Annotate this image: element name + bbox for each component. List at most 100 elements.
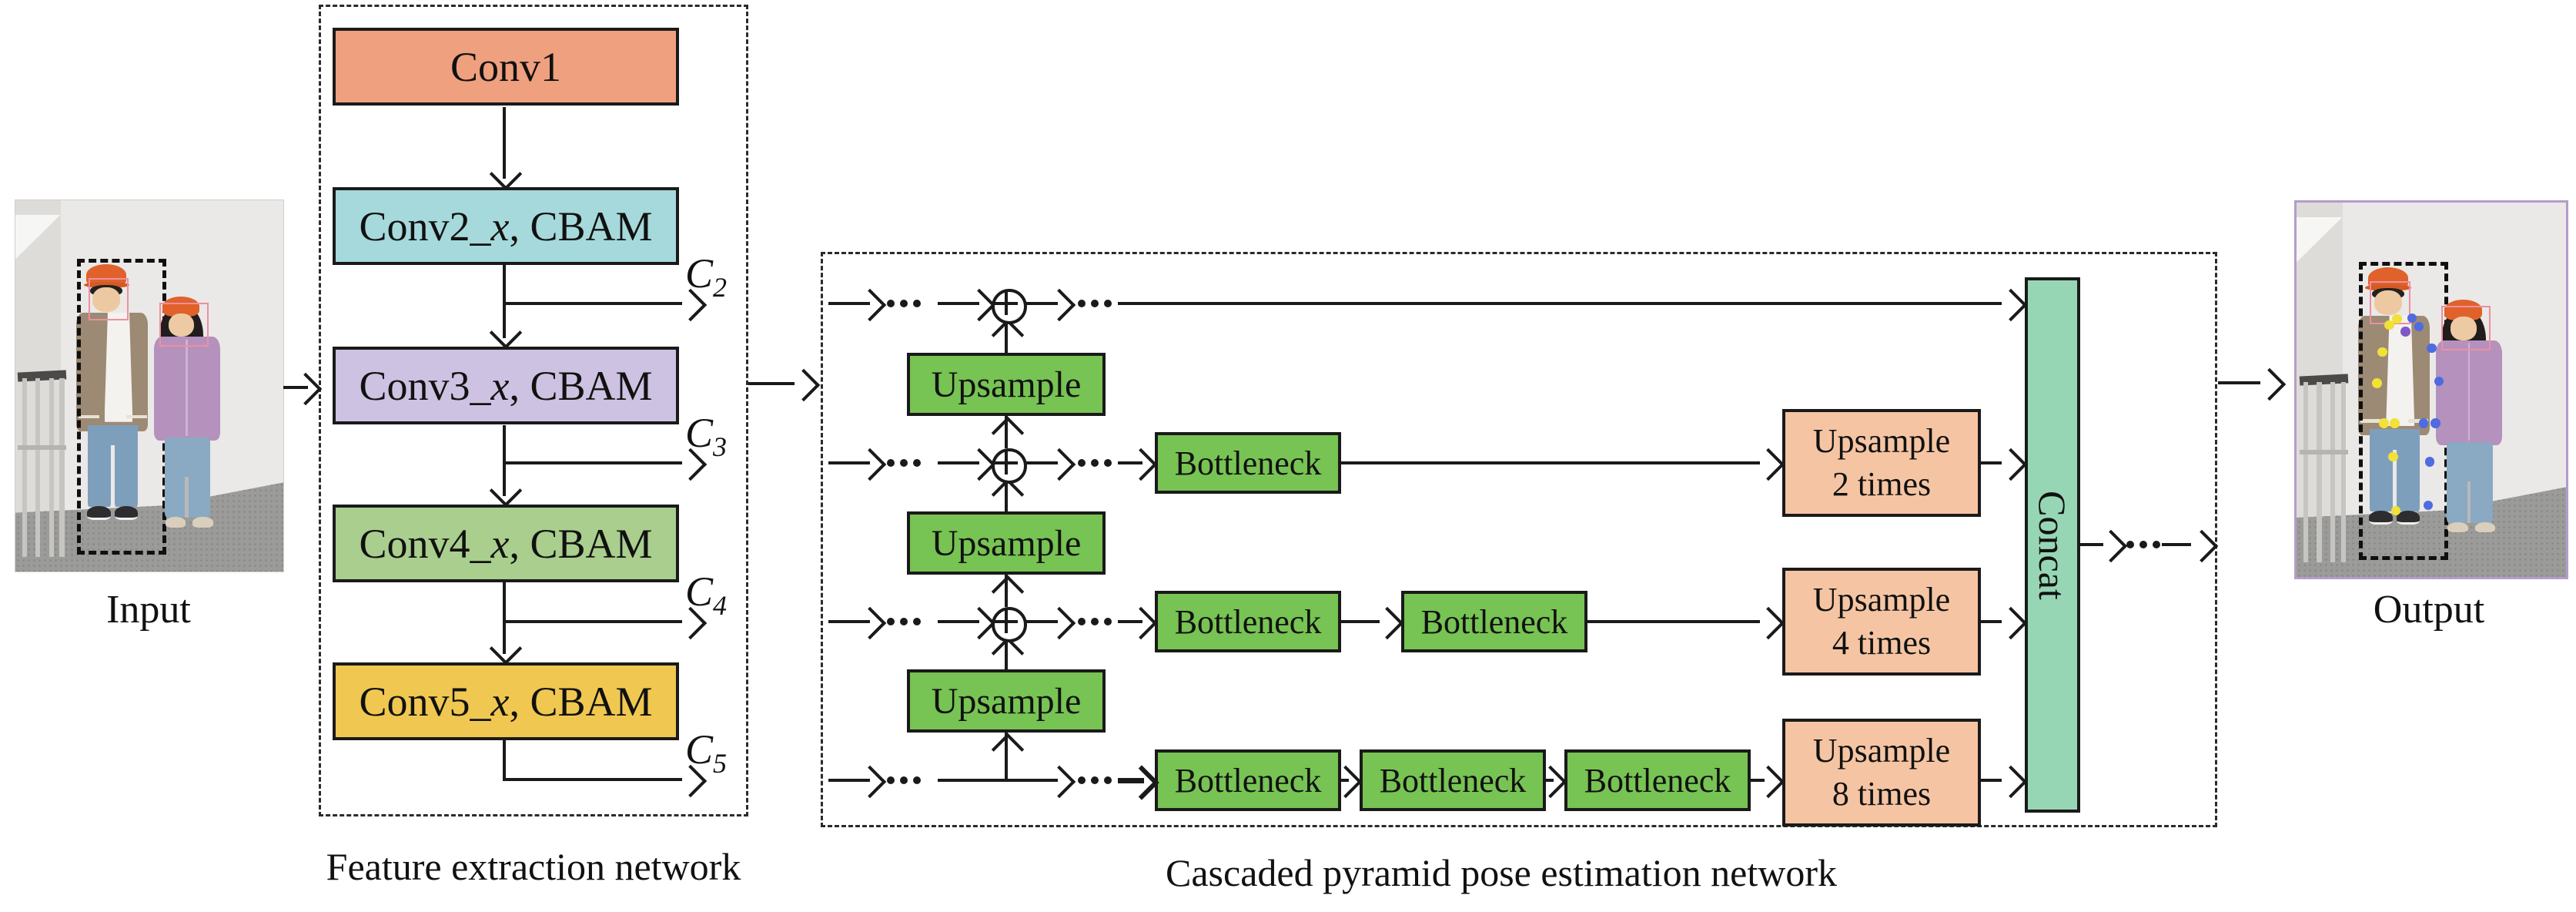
feature-network-caption: Feature extraction network	[326, 845, 741, 888]
woman-jeans	[185, 477, 189, 518]
flow-line	[1118, 461, 1142, 464]
upsample-box-1: Upsample	[907, 353, 1106, 416]
railing	[2340, 382, 2347, 562]
ellipsis-dots-icon	[913, 776, 921, 784]
pyramid-network-caption: Cascaded pyramid pose estimation network	[1166, 851, 1837, 894]
conv5-box: Conv5_x, CBAM	[333, 662, 679, 740]
man-cardigan	[2360, 418, 2381, 423]
man-hard-hat	[83, 281, 129, 289]
man-face	[92, 287, 121, 312]
flow-line	[506, 461, 682, 464]
ellipsis-dots-icon	[1078, 300, 1086, 307]
railing	[2317, 382, 2322, 562]
woman-hoodie	[2467, 343, 2471, 441]
conv1-label: Conv1	[450, 43, 562, 90]
man-jeans	[87, 434, 111, 508]
input-photo	[15, 200, 284, 572]
ellipsis-dots-icon	[913, 618, 921, 625]
pyramid-network-frame	[821, 252, 2217, 827]
flow-line	[1005, 575, 1008, 607]
person-bbox-dashed	[2358, 261, 2448, 560]
flow-line	[503, 265, 506, 338]
man-shoe	[2396, 511, 2420, 525]
sum-icon	[992, 607, 1027, 642]
output-label: Output	[2373, 588, 2485, 632]
flow-line	[1981, 779, 2002, 782]
ellipsis-dots-icon	[1104, 618, 1112, 625]
photo-wall	[15, 215, 62, 260]
flow-line	[1005, 416, 1008, 448]
flow-line	[506, 620, 682, 623]
ellipsis-dots-icon	[913, 459, 921, 467]
photo-wall	[2297, 217, 2343, 263]
keypoint-dot	[2427, 343, 2437, 354]
sum-icon	[992, 448, 1027, 484]
bottleneck-row4-1: Bottleneck	[1155, 749, 1341, 811]
woman-face	[169, 313, 195, 337]
man-cardigan	[79, 414, 99, 419]
c3-label: C3	[685, 410, 728, 462]
flow-line	[2162, 543, 2191, 546]
bottleneck-row3-2: Bottleneck	[1401, 591, 1587, 652]
ellipsis-dots-icon	[1091, 459, 1099, 467]
flow-line	[1005, 318, 1008, 353]
conv3-label: Conv3_x, CBAM	[359, 362, 653, 409]
conv5-label: Conv5_x, CBAM	[359, 678, 653, 725]
flow-line	[1587, 620, 1760, 623]
face-box	[88, 278, 129, 321]
keypoint-dot	[2423, 500, 2434, 511]
bottleneck-row2-1: Bottleneck	[1155, 432, 1341, 494]
sum-icon	[992, 289, 1027, 324]
face-box	[159, 303, 209, 347]
c2-label: C2	[685, 250, 728, 303]
man-jeans	[2397, 438, 2420, 512]
man-shoe	[2368, 511, 2393, 525]
flow-line	[938, 302, 979, 305]
man-cardigan	[2407, 418, 2429, 423]
woman-jeans	[2467, 481, 2471, 523]
flow-line	[938, 620, 979, 623]
railing	[35, 378, 41, 557]
flow-line	[506, 302, 682, 305]
ellipsis-dots-icon	[1078, 776, 1086, 784]
bottleneck-row4-2: Bottleneck	[1360, 749, 1546, 811]
flow-line	[1118, 777, 1144, 783]
keypoint-dot	[2424, 457, 2435, 468]
flow-line	[503, 582, 506, 654]
upsample-box-3: Upsample	[907, 669, 1106, 733]
concat-box: Concat	[2025, 277, 2080, 813]
flow-line	[1341, 461, 1760, 464]
woman-face	[2451, 316, 2477, 340]
flow-line	[828, 461, 870, 464]
flow-line	[1118, 302, 2002, 305]
man-shoe	[114, 506, 139, 520]
railing	[2330, 382, 2336, 562]
keypoint-dot	[2400, 327, 2410, 337]
keypoint-dot	[2372, 378, 2382, 389]
ellipsis-dots-icon	[1091, 776, 1099, 784]
woman-hoodie	[186, 339, 189, 437]
man-jeans	[115, 434, 139, 508]
flow-line	[1751, 779, 1765, 782]
sum-icon	[1005, 610, 1008, 633]
flow-line	[2218, 381, 2260, 384]
keypoint-dot	[2390, 417, 2400, 428]
flow-line	[1341, 620, 1380, 623]
ellipsis-dots-icon	[1078, 459, 1086, 467]
conv2-box: Conv2_x, CBAM	[333, 187, 679, 265]
conv3-box: Conv3_x, CBAM	[333, 347, 679, 424]
arrow-head-icon	[289, 372, 323, 406]
flow-line	[1005, 478, 1008, 511]
railing	[22, 378, 27, 557]
ellipsis-dots-icon	[900, 618, 908, 625]
bottleneck-row3-1: Bottleneck	[1155, 591, 1341, 652]
flow-line	[1021, 461, 1058, 464]
railing	[2299, 449, 2348, 454]
keypoint-dot	[2407, 313, 2417, 324]
man-cardigan	[126, 414, 147, 419]
keypoint-dot	[2388, 451, 2398, 462]
flow-line	[1981, 461, 2002, 464]
